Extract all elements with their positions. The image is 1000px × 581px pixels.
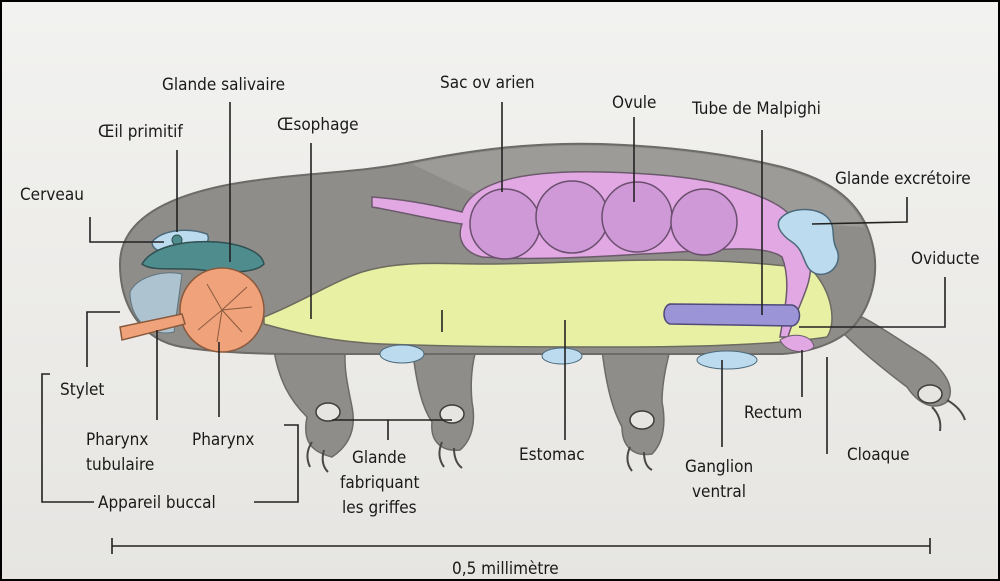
label-pharynx: Pharynx <box>192 430 254 450</box>
ganglion <box>542 348 582 364</box>
label-sac-ovarien: Sac ov arien <box>440 73 535 93</box>
label-glande-salivaire: Glande salivaire <box>162 75 285 95</box>
label-cloaque: Cloaque <box>847 445 909 465</box>
label-ovule: Ovule <box>612 93 656 113</box>
label-scale: 0,5 millimètre <box>452 559 559 579</box>
label-glande-3: les griffes <box>342 498 417 518</box>
label-oviducte: Oviducte <box>911 249 980 269</box>
claw-gland <box>918 385 942 403</box>
label-pharynx-tubulaire-2: tubulaire <box>86 455 154 475</box>
label-appareil-buccal: Appareil buccal <box>98 493 216 513</box>
label-glande-1: Glande <box>352 448 406 468</box>
ganglion <box>697 351 757 369</box>
malpighi-tube <box>664 304 800 326</box>
ovule <box>671 189 737 255</box>
label-estomac: Estomac <box>519 445 585 465</box>
label-stylet: Stylet <box>60 380 104 400</box>
label-cerveau: Cerveau <box>20 185 84 205</box>
label-ganglion-1: Ganglion <box>685 457 753 477</box>
label-rectum: Rectum <box>744 403 802 423</box>
scale-bar <box>112 538 930 554</box>
claw-gland <box>316 403 340 421</box>
ovule <box>536 181 608 253</box>
leg-3 <box>602 350 670 455</box>
label-pharynx-tubulaire-1: Pharynx <box>86 430 148 450</box>
ovule <box>602 182 672 252</box>
label-glande-excretoire: Glande excrétoire <box>835 169 971 189</box>
label-oeil-primitif: Œil primitif <box>98 122 183 142</box>
label-oesophage: Œsophage <box>277 115 359 135</box>
label-ganglion-2: ventral <box>692 482 746 502</box>
ganglion <box>380 345 424 363</box>
claw-gland <box>630 411 654 429</box>
label-glande-2: fabriquant <box>340 473 419 493</box>
label-tube-malpighi: Tube de Malpighi <box>691 99 821 119</box>
ovule <box>470 189 540 259</box>
leg-2 <box>412 347 477 450</box>
